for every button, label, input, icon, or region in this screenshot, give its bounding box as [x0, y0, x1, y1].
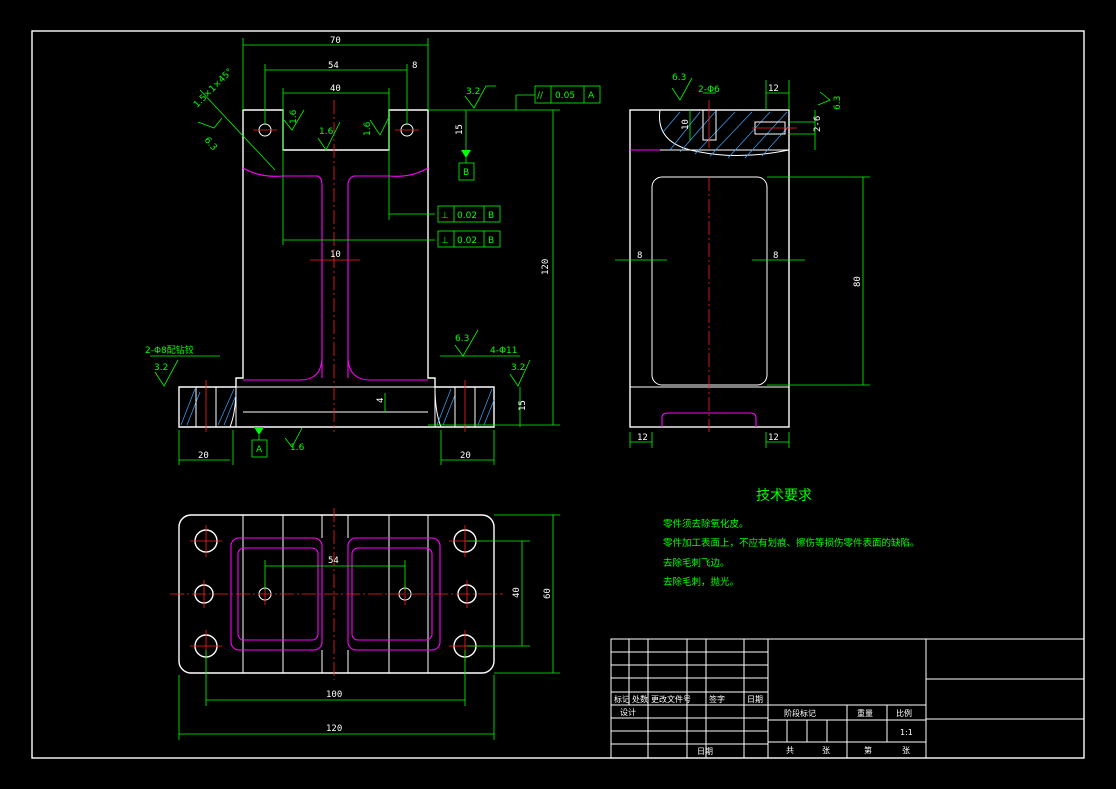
rough-top: 3.2: [466, 87, 480, 97]
requirement-item: 去除毛刺，抛光。: [663, 576, 739, 588]
top-view: [170, 508, 503, 680]
rough-bottom: 1.6: [290, 443, 305, 453]
fcf-perp-1: ⊥ 0.02 B: [437, 205, 501, 223]
tb-scale-value: 1:1: [900, 728, 913, 737]
dim-top-height: 60: [543, 588, 553, 599]
svg-text:⊥: ⊥: [441, 211, 449, 221]
technical-requirements: 技术要求 零件须去除氧化皮。 零件加工表面上，不应有划痕、擦伤等损伤零件表面的缺…: [663, 488, 920, 588]
tb-col-sign: 签字: [709, 694, 725, 704]
tb-weight: 重量: [857, 708, 873, 718]
side-dimensions: 6.3 6.3 2-Φ6 12 10 2-6 8 8 80 12 12: [629, 73, 870, 448]
tb-col-mark: 标记: [614, 694, 630, 704]
dim-base-right: 20: [460, 451, 471, 461]
svg-text:0.05: 0.05: [555, 91, 575, 101]
dim-side-top-right: 12: [768, 84, 779, 94]
tb-stage: 阶段标记: [784, 708, 816, 718]
svg-text:0.02: 0.02: [457, 236, 477, 246]
rough-left-boss: 1.6: [289, 109, 299, 124]
tb-sheet-no: 第: [864, 745, 872, 755]
datum-top: B: [458, 150, 475, 181]
front-dimensions: 70 54 8 40 120 15 10 15 4 20 20 3.2 1.6 …: [145, 36, 601, 465]
dim-side-depth: 10: [681, 119, 691, 130]
rough-side-right: 6.3: [833, 96, 843, 110]
svg-text:A: A: [256, 445, 263, 455]
rough-base-left: 3.2: [154, 363, 168, 373]
requirement-item: 去除毛刺飞边。: [663, 557, 730, 569]
dim-base-height: 15: [518, 400, 528, 411]
fcf-parallel: // 0.05 A: [515, 85, 601, 110]
dim-side-left: 8: [637, 251, 642, 261]
rough-mid-right: 1.6: [363, 121, 373, 136]
front-view: [178, 100, 495, 432]
svg-text:A: A: [588, 91, 595, 101]
svg-text:B: B: [463, 168, 469, 178]
side-view: [615, 100, 805, 432]
dim-inner-width: 40: [330, 84, 341, 94]
tb-col-count: 处数: [632, 694, 648, 704]
tb-sheets-total: 共: [786, 746, 794, 755]
note-counterbore: 2-Φ8配钻铰: [145, 344, 194, 356]
rough-base-mid: 6.3: [455, 334, 469, 344]
rough-mid-left: 1.6: [319, 127, 334, 137]
drawing-frame: [31, 30, 1085, 759]
tb-approve: 日期: [697, 747, 713, 756]
dim-side-right: 8: [773, 251, 778, 261]
requirement-item: 零件加工表面上，不应有划痕、擦伤等损伤零件表面的缺陷。: [663, 537, 920, 549]
note-chamfer: 1.5×1×45°: [192, 67, 235, 110]
dim-base-left: 20: [198, 451, 209, 461]
tb-col-doc: 更改文件号: [651, 694, 691, 704]
rough-side-top: 6.3: [672, 73, 686, 83]
fcf-perp-2: ⊥ 0.02 B: [437, 230, 501, 248]
dim-top-hole-spacing: 54: [328, 556, 339, 566]
svg-text://: //: [537, 91, 544, 101]
tb-sheet-unit: 张: [902, 746, 910, 755]
dim-web: 10: [330, 250, 341, 260]
title-block: 标记 处数 更改文件号 签字 日期 设计 日期 阶段标记 重量 比例 1:1 共…: [610, 638, 1085, 759]
rough-base-right: 3.2: [511, 363, 525, 373]
dim-side-hole: 2-Φ6: [698, 85, 720, 95]
svg-text:B: B: [488, 211, 494, 221]
rough-chamfer: 6.3: [202, 136, 219, 153]
dim-height-total: 120: [541, 259, 551, 275]
tb-design: 设计: [620, 707, 636, 717]
tb-scale: 比例: [896, 708, 912, 718]
tb-col-date: 日期: [747, 695, 763, 704]
dim-hole-spacing: 54: [328, 61, 339, 71]
svg-text:⊥: ⊥: [441, 236, 449, 246]
dim-base-step: 4: [376, 398, 386, 403]
dim-top-step: 15: [455, 124, 465, 135]
top-dimensions: 54 40 60 100 120: [178, 514, 560, 740]
dim-width-total: 70: [330, 36, 341, 46]
note-holes: 4-Φ11: [490, 346, 518, 356]
svg-text:0.02: 0.02: [457, 211, 477, 221]
dim-side-bottom-left: 12: [637, 433, 648, 443]
dim-side-bottom-right: 12: [768, 433, 779, 443]
tb-sheets-unit: 张: [822, 746, 830, 755]
requirement-item: 零件须去除氧化皮。: [663, 518, 749, 530]
dim-top-total-width: 120: [326, 724, 342, 734]
dim-top-inner-width: 100: [326, 690, 342, 700]
requirements-title: 技术要求: [756, 488, 812, 504]
dim-side-height: 80: [853, 276, 863, 287]
dim-top-inner: 40: [512, 587, 522, 598]
datum-bottom: A: [251, 427, 268, 458]
dim-top-right: 8: [412, 61, 417, 71]
dim-side-pin: 2-6: [813, 116, 823, 132]
svg-text:B: B: [488, 236, 494, 246]
